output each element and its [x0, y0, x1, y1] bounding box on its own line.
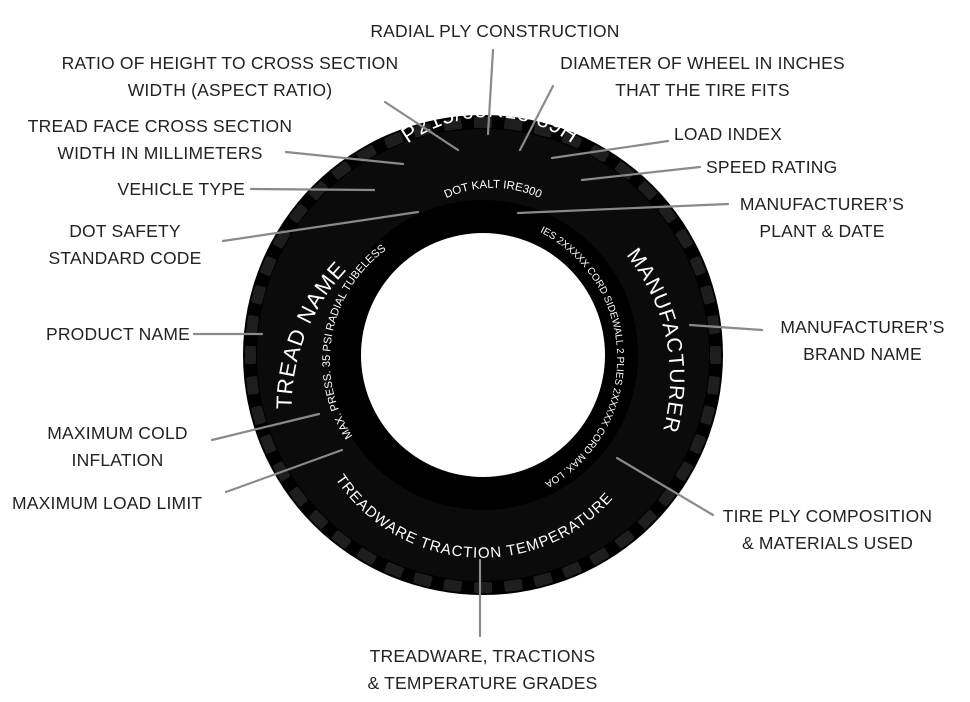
leader-diameter [518, 84, 555, 152]
label-radial-ply: RADIAL PLY CONSTRUCTION [330, 18, 660, 45]
tread-block [589, 547, 610, 565]
tread-block [503, 118, 523, 131]
tread-block [675, 461, 693, 482]
tread-block [273, 228, 291, 249]
label-aspect-ratio-line2: WIDTH (ASPECT RATIO) [127, 80, 333, 100]
tread-block [384, 132, 404, 149]
leader-max-load [224, 448, 344, 494]
label-plant-date-line2: PLANT & DATE [759, 221, 885, 241]
label-grades-line2: & TEMPERATURE GRADES [367, 673, 598, 693]
label-speed-rating: SPEED RATING [706, 154, 876, 181]
tread-block [251, 285, 266, 305]
label-brand-name: MANUFACTURER’S BRAND NAME [760, 314, 965, 368]
label-diameter-line1: DIAMETER OF WHEEL IN INCHES [560, 53, 845, 73]
tread-block [356, 547, 377, 565]
label-brand-name-line1: MANUFACTURER’S [780, 317, 945, 337]
label-ply-composition-line2: & MATERIALS USED [741, 533, 914, 553]
label-load-index-line1: LOAD INDEX [674, 124, 782, 144]
leader-lines [192, 48, 764, 638]
tread-block [707, 315, 720, 335]
label-tread-width-line1: TREAD FACE CROSS SECTION [27, 116, 293, 136]
label-max-inflation-line2: INFLATION [71, 450, 164, 470]
tread-block [443, 579, 463, 592]
tread-block [289, 203, 308, 224]
label-max-load: MAXIMUM LOAD LIMIT [12, 490, 242, 517]
tread-block [309, 509, 329, 529]
label-load-index: LOAD INDEX [674, 121, 824, 148]
label-vehicle-type-line1: VEHICLE TYPE [117, 179, 245, 199]
label-ply-composition-line1: TIRE PLY COMPOSITION [722, 506, 933, 526]
leader-tread-width [284, 150, 405, 166]
tread-block [503, 579, 523, 592]
tread-block [707, 375, 720, 395]
tread-block [331, 530, 352, 549]
label-tread-width: TREAD FACE CROSS SECTION WIDTH IN MILLIM… [5, 113, 315, 167]
leader-vehicle-type [249, 187, 376, 192]
tread-block [562, 132, 582, 149]
leader-max-inflation [210, 412, 321, 442]
tread-block [474, 582, 492, 593]
tread-block [675, 228, 693, 249]
tread-block [413, 572, 433, 587]
tread-block [443, 118, 463, 131]
label-dot-safety: DOT SAFETY STANDARD CODE [30, 218, 220, 272]
tread-block [562, 561, 582, 578]
tread-block [260, 256, 277, 276]
label-product-name: PRODUCT NAME [10, 321, 190, 348]
leader-brand-name [688, 323, 764, 332]
tread-block [245, 346, 256, 364]
label-product-name-line1: PRODUCT NAME [45, 324, 190, 344]
tread-block [246, 315, 259, 335]
tread-block [637, 181, 657, 201]
tread-block [533, 123, 553, 138]
label-ply-composition: TIRE PLY COMPOSITION & MATERIALS USED [710, 503, 945, 557]
label-aspect-ratio: RATIO OF HEIGHT TO CROSS SECTION WIDTH (… [40, 50, 420, 104]
tread-block [289, 486, 308, 507]
tread-block [246, 375, 259, 395]
tread-block [331, 161, 352, 180]
label-max-inflation-line1: MAXIMUM COLD [47, 423, 188, 443]
label-vehicle-type: VEHICLE TYPE [60, 176, 245, 203]
leader-load-index [550, 139, 670, 160]
wheel-opening [361, 233, 605, 477]
tread-block [589, 145, 610, 163]
label-diameter: DIAMETER OF WHEEL IN INCHES THAT THE TIR… [535, 50, 870, 104]
tread-block [260, 434, 277, 454]
leader-radial-ply [486, 48, 495, 136]
leader-ply-composition [615, 456, 715, 517]
label-diameter-line2: THAT THE TIRE FITS [615, 80, 790, 100]
label-max-inflation: MAXIMUM COLD INFLATION [25, 420, 210, 474]
label-plant-date: MANUFACTURER’S PLANT & DATE [712, 191, 932, 245]
tread-block [689, 434, 706, 454]
label-dot-safety-line1: DOT SAFETY [69, 221, 181, 241]
tread-block [710, 346, 721, 364]
tread-block [614, 530, 635, 549]
tread-block [356, 145, 377, 163]
tread-block [658, 203, 677, 224]
leader-plant-date [516, 202, 730, 215]
label-plant-date-line1: MANUFACTURER’S [739, 194, 905, 214]
tread-block [700, 405, 715, 425]
leader-dot-safety [221, 210, 420, 243]
label-brand-name-line2: BRAND NAME [803, 344, 922, 364]
tread-block [533, 572, 553, 587]
tread-block [413, 123, 433, 138]
label-radial-ply-line1: RADIAL PLY CONSTRUCTION [370, 21, 620, 41]
label-grades-line1: TREADWARE, TRACTIONS [369, 646, 596, 666]
tread-block [700, 285, 715, 305]
tread-block [251, 405, 266, 425]
label-tread-width-line2: WIDTH IN MILLIMETERS [57, 143, 263, 163]
label-dot-safety-line2: STANDARD CODE [48, 248, 202, 268]
leader-aspect-ratio [383, 100, 460, 152]
leader-speed-rating [580, 165, 702, 182]
tread-block [384, 561, 404, 578]
tread-block [689, 256, 706, 276]
label-aspect-ratio-line1: RATIO OF HEIGHT TO CROSS SECTION [61, 53, 399, 73]
label-grades: TREADWARE, TRACTIONS & TEMPERATURE GRADE… [335, 643, 630, 697]
tread-block [637, 509, 657, 529]
label-speed-rating-line1: SPEED RATING [706, 157, 838, 177]
label-max-load-line1: MAXIMUM LOAD LIMIT [12, 493, 203, 513]
